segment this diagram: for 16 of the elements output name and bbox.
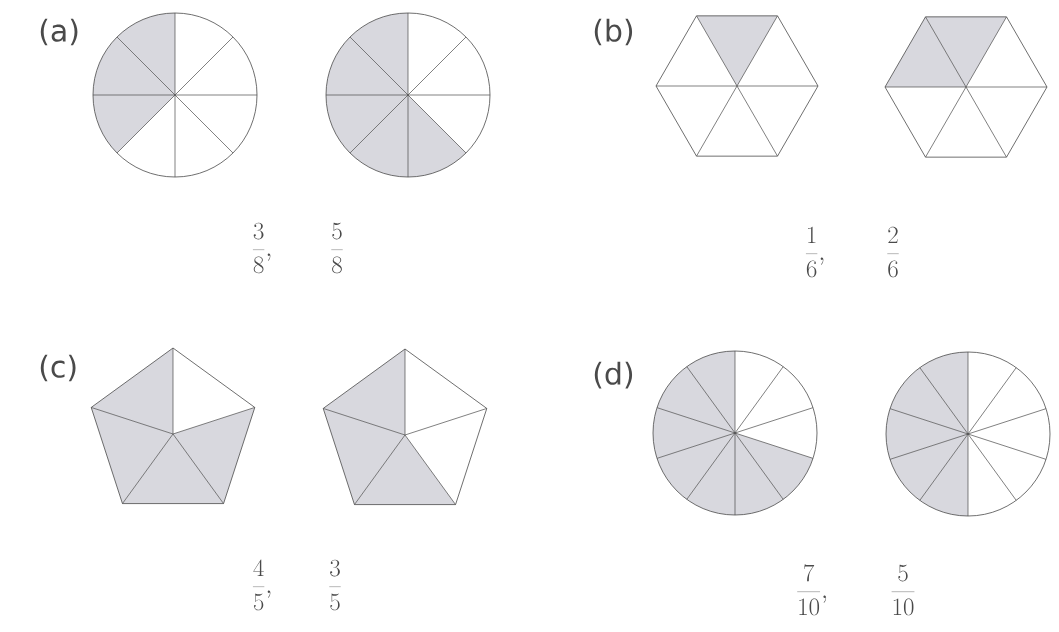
fraction-pentagon	[90, 347, 256, 504]
fraction: $\frac{4}{5},$	[252, 559, 271, 611]
fraction: $\frac{7}{10},$	[797, 564, 827, 616]
fraction-circle	[885, 351, 1051, 517]
fraction: $\frac{5}{8}$	[331, 222, 343, 274]
fraction: $\frac{3}{8},$	[252, 222, 271, 274]
fraction-circle	[652, 350, 818, 516]
fraction: $\frac{5}{10}$	[891, 564, 915, 616]
fraction: $\frac{3}{5}$	[329, 559, 341, 611]
fraction-hexagon	[655, 15, 819, 157]
fraction-hexagon	[884, 16, 1048, 158]
fraction: $\frac{1}{6},$	[805, 226, 824, 278]
fraction-circle	[325, 12, 491, 178]
fraction-pentagon	[322, 348, 488, 505]
fraction-circle	[92, 12, 258, 178]
fraction: $\frac{2}{6}$	[887, 226, 899, 278]
